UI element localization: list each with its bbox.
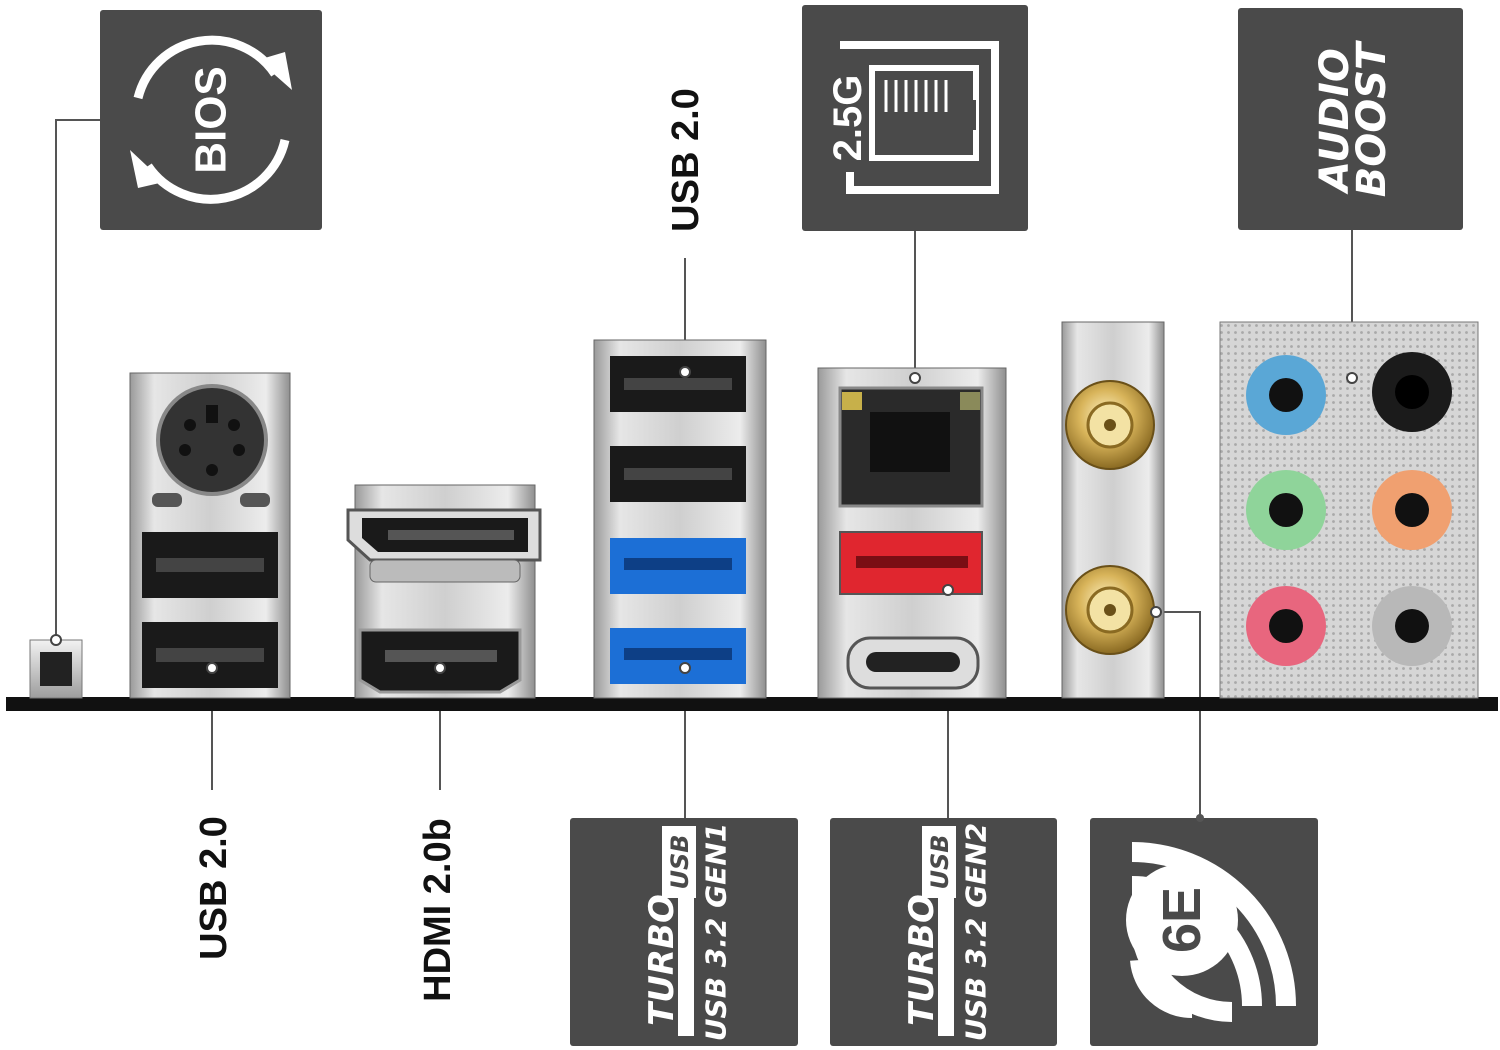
displayport-hdmi-stack (346, 484, 542, 699)
turbo-gen1-spec: USB 3.2 GEN1 (700, 823, 733, 1041)
turbo-gen2-spec: USB 3.2 GEN2 (960, 823, 993, 1041)
wifi-icon-text: 6E (1152, 887, 1212, 953)
ps2-port (156, 384, 268, 496)
usb-top-label: USB 2.0 (665, 88, 707, 232)
audio-icon-line2: BOOST (1349, 40, 1395, 197)
turbo-gen1-usb: USB (666, 834, 694, 889)
lan-usb-stack (817, 367, 1007, 699)
ps2-usb-stack (129, 372, 291, 699)
bios-line (55, 119, 100, 640)
audio-boost-icon: AUDIO BOOST (1238, 8, 1463, 230)
clear-cmos-button (29, 634, 83, 699)
turbo-usb-gen2-icon: TURBO USB USB 3.2 GEN2 (830, 818, 1057, 1046)
turbo-gen1-word: TURBO (642, 894, 682, 1026)
wifi-antenna-bracket (1061, 321, 1165, 699)
wifi-6e-icon: 6E (1090, 814, 1318, 1046)
hdmi-label: HDMI 2.0b (417, 818, 459, 1002)
bios-icon-text: BIOS (187, 66, 236, 174)
wifi-line (1156, 611, 1201, 818)
turbo-usb-gen1-icon: TURBO USB USB 3.2 GEN1 (570, 818, 798, 1046)
turbo-gen2-word: TURBO (902, 894, 942, 1026)
audio-icon-line1: AUDIO (1312, 48, 1358, 195)
lan-icon-text: 2.5G (826, 75, 870, 162)
ethernet-2-5g-icon: 2.5G (802, 5, 1028, 231)
usb-left-label: USB 2.0 (193, 816, 235, 960)
audio-jack-panel (1219, 321, 1479, 699)
turbo-gen2-usb: USB (926, 834, 954, 889)
usb-quad-stack (593, 339, 767, 699)
board-baseline (6, 697, 1498, 711)
bios-refresh-icon: BIOS (100, 10, 322, 230)
